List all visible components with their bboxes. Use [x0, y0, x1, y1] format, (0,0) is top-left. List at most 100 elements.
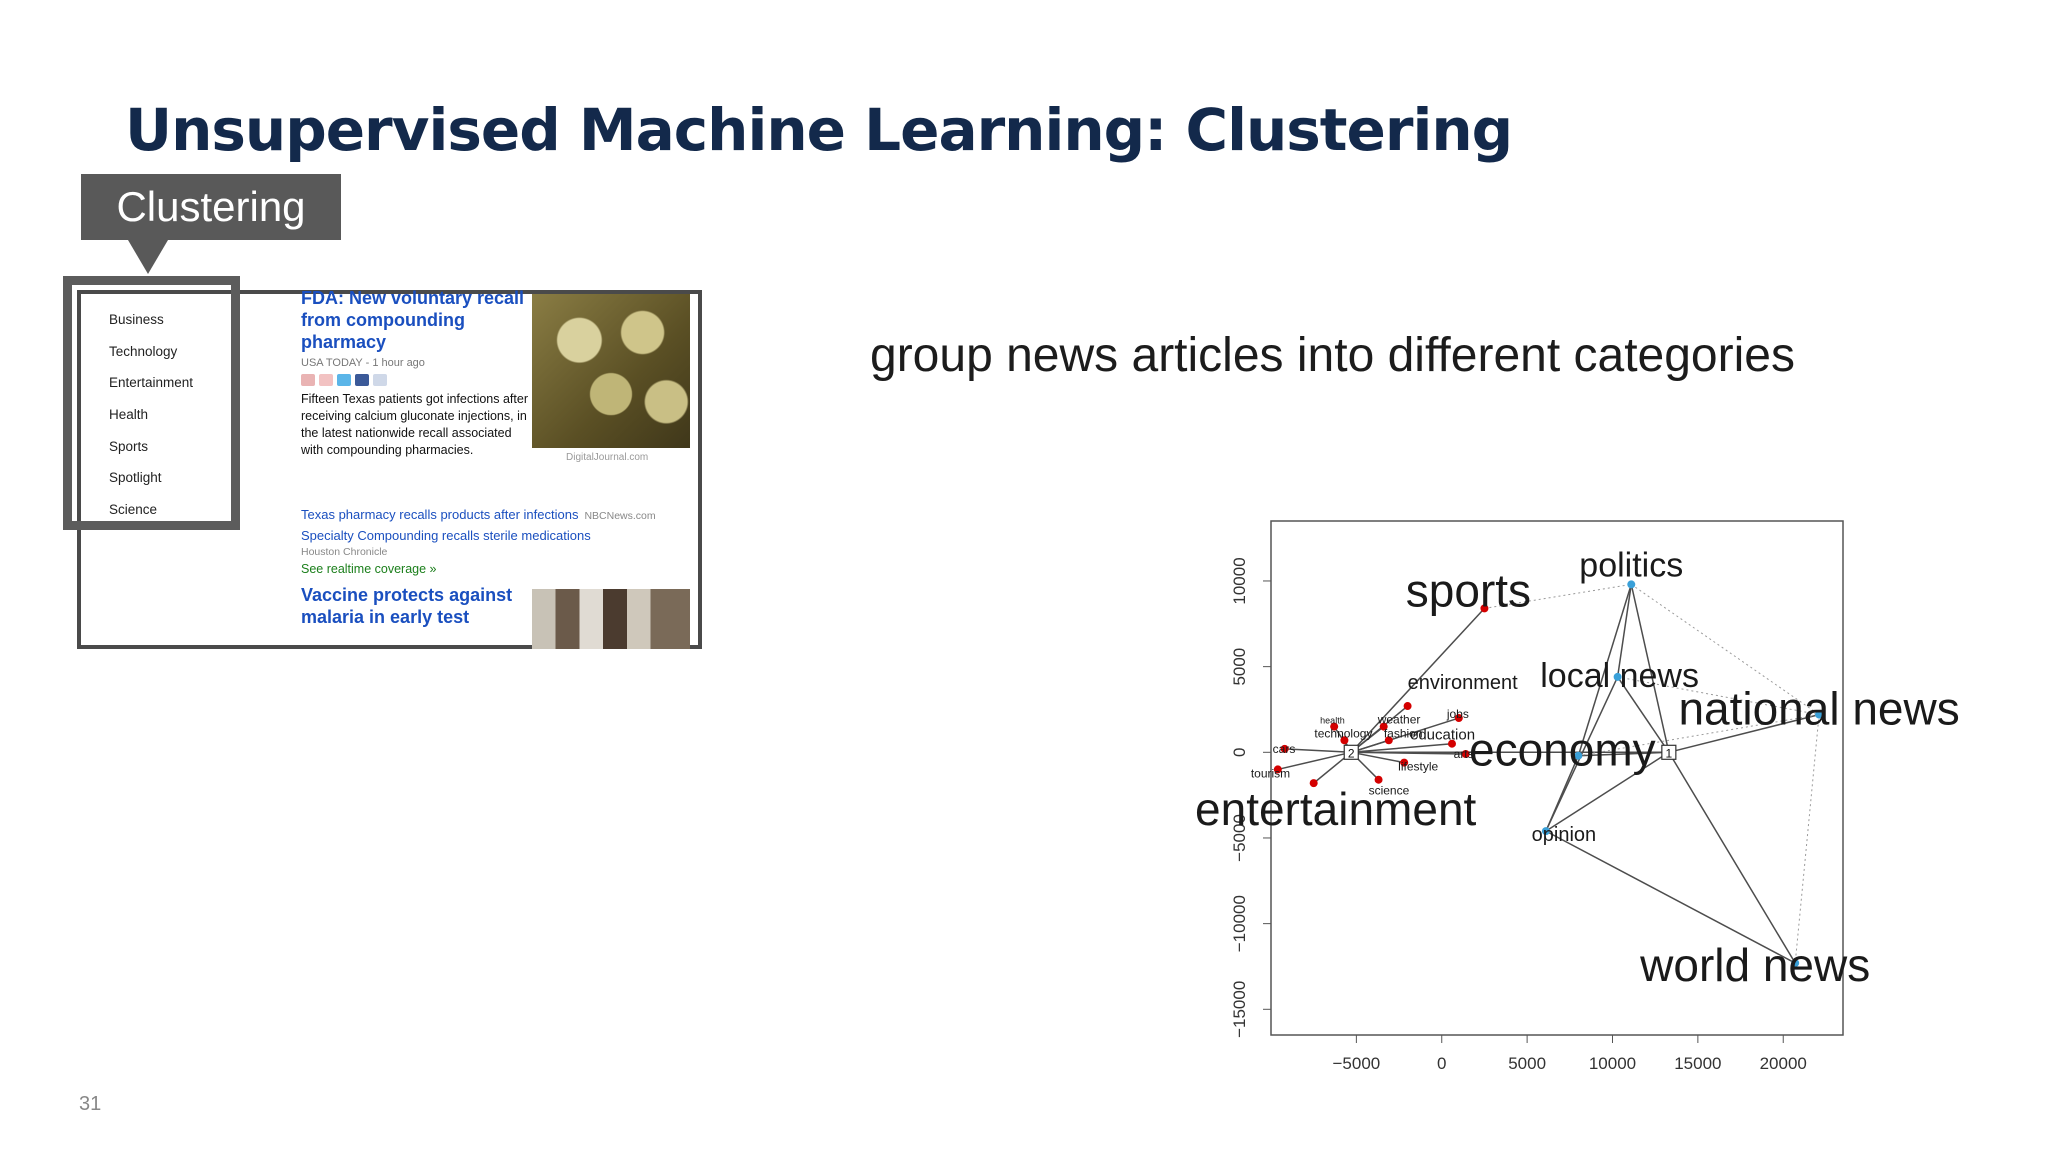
data-point [1379, 722, 1388, 731]
point-label: cars [1273, 742, 1296, 756]
data-point [1461, 750, 1470, 759]
category-highlight-box [63, 276, 240, 530]
data-point [1280, 744, 1289, 753]
data-point [1454, 714, 1463, 723]
data-point [1627, 580, 1636, 589]
point-label: entertainment [1195, 783, 1476, 835]
point-label: health [1320, 716, 1345, 726]
cluster-edge [1578, 714, 1820, 757]
cluster-edge [1617, 676, 1820, 716]
y-tick-label: −15000 [1230, 981, 1249, 1038]
cluster-edge [1545, 751, 1670, 832]
point-label: local news [1540, 657, 1699, 695]
point-label: sports [1406, 564, 1531, 616]
google-share-icon[interactable] [301, 374, 315, 386]
data-point [1815, 710, 1824, 719]
facebook-share-icon[interactable] [355, 374, 369, 386]
article-headline-2[interactable]: Vaccine protects against malaria in earl… [301, 585, 513, 627]
cluster-edge [1616, 584, 1633, 678]
data-point [1403, 702, 1412, 711]
cluster-edge [1668, 713, 1820, 754]
cluster-edge [1545, 830, 1796, 964]
cluster-edge [1616, 676, 1670, 753]
slide-title: Unsupervised Machine Learning: Clusterin… [125, 96, 1513, 164]
point-label: economy [1469, 724, 1656, 776]
data-point [1374, 775, 1383, 784]
share-icons [301, 373, 533, 387]
point-label: education [1410, 727, 1475, 744]
data-point [1480, 604, 1489, 613]
data-point [1273, 765, 1282, 774]
x-tick-label: −5000 [1332, 1054, 1380, 1073]
category-item[interactable]: Health [109, 407, 149, 423]
point-label: weather [1377, 713, 1421, 727]
cluster-edge [1668, 751, 1796, 964]
point-label: science [1369, 784, 1410, 798]
data-point [1309, 779, 1318, 788]
point-label: environment [1408, 672, 1519, 694]
cluster-edge [1630, 584, 1670, 753]
data-point [1330, 722, 1339, 731]
x-tick-label: 20000 [1760, 1054, 1807, 1073]
cluster-edge [1545, 755, 1580, 832]
category-item[interactable]: Science [109, 502, 158, 518]
cluster-edge [1351, 751, 1466, 755]
related-source: Houston Chronicle [301, 546, 388, 558]
cluster-edge [1577, 584, 1632, 756]
reddit-share-icon[interactable] [319, 374, 333, 386]
point-label: lifestyle [1398, 760, 1438, 774]
point-label: arts [1454, 747, 1474, 761]
article-snippet: Fifteen Texas patients got infections af… [301, 392, 528, 457]
centroid-label: 1 [1665, 746, 1672, 760]
news-article: FDA: New voluntary recall from compoundi… [301, 287, 533, 459]
category-item[interactable]: Spotlight [109, 470, 162, 486]
point-label: politics [1579, 546, 1683, 584]
point-label: opinion [1532, 824, 1597, 846]
article-image[interactable] [532, 294, 690, 448]
point-label: jobs [1446, 707, 1469, 721]
category-item[interactable]: Business [109, 312, 164, 327]
point-label: tourism [1251, 766, 1290, 780]
related-link[interactable]: Specialty Compounding recalls sterile me… [301, 528, 591, 543]
article-headline[interactable]: FDA: New voluntary recall from compoundi… [301, 288, 525, 352]
clustering-callout: Clustering [81, 174, 341, 240]
data-point [1613, 672, 1622, 681]
email-share-icon[interactable] [373, 374, 387, 386]
x-tick-label: 5000 [1508, 1054, 1546, 1073]
x-tick-label: 10000 [1589, 1054, 1636, 1073]
x-tick-label: 0 [1437, 1054, 1446, 1073]
article-image-2[interactable] [532, 589, 690, 649]
related-links: Texas pharmacy recalls products after in… [301, 505, 701, 579]
centroid-label: 2 [1348, 746, 1355, 760]
x-tick-label: 15000 [1674, 1054, 1721, 1073]
callout-pointer [128, 240, 168, 274]
data-point [1541, 827, 1550, 836]
article-source: USA TODAY - 1 hour ago [301, 357, 425, 369]
page-number: 31 [79, 1093, 102, 1115]
cluster-edge [1351, 742, 1453, 754]
cluster-edge [1284, 748, 1352, 754]
cluster-edge [1350, 607, 1485, 753]
image-caption: DigitalJournal.com [566, 452, 649, 463]
realtime-coverage-link[interactable]: See realtime coverage » [301, 562, 437, 576]
category-item[interactable]: Entertainment [109, 375, 194, 391]
slide-subtitle: group news articles into different categ… [870, 329, 1795, 382]
category-item[interactable]: Technology [109, 343, 178, 359]
y-tick-label: −5000 [1230, 814, 1249, 862]
cluster-edge [1277, 751, 1352, 771]
data-point [1447, 739, 1456, 748]
category-item[interactable]: Sports [109, 438, 149, 454]
related-link[interactable]: Texas pharmacy recalls products after in… [301, 507, 656, 522]
y-tick-label: 5000 [1230, 648, 1249, 686]
centroid-marker [1343, 744, 1359, 760]
data-point [1400, 758, 1409, 767]
point-label: fashion [1384, 726, 1423, 740]
cluster-edge [1578, 751, 1669, 757]
cluster-edge [1630, 583, 1820, 716]
twitter-share-icon[interactable] [337, 374, 351, 386]
point-label: national news [1678, 683, 1959, 735]
callout-label: Clustering [116, 183, 306, 230]
data-point [1791, 959, 1800, 968]
news-category-list: Business Technology Entertainment Health… [109, 308, 193, 530]
